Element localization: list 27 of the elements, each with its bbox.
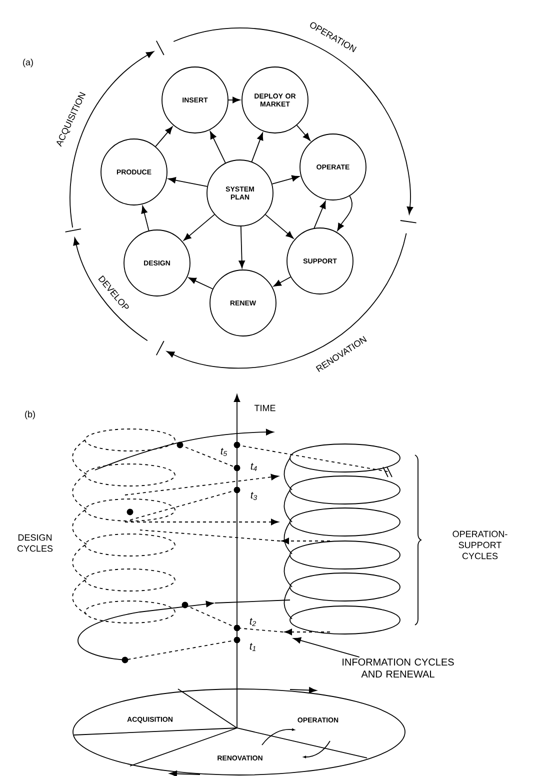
arrow <box>210 131 226 164</box>
time-label: t$_{3}$ <box>250 492 258 500</box>
arrow <box>155 126 173 147</box>
axis-label: TIME <box>254 404 276 412</box>
time-label: t$_{5}$ <box>220 448 228 456</box>
arrow <box>272 175 300 184</box>
cycle-label: OPERATION- SUPPORT CYCLES <box>452 530 508 560</box>
time-label: t$_{1}$ <box>250 643 256 651</box>
arrow <box>314 200 326 228</box>
arrow <box>168 177 208 187</box>
arrow <box>251 132 264 162</box>
panel-label: (a) <box>23 58 33 68</box>
time-label: t$_{2}$ <box>250 618 256 626</box>
arrow <box>296 124 310 141</box>
time-label: t$_{4}$ <box>250 463 257 471</box>
arrow <box>293 637 360 658</box>
arrow <box>238 226 245 268</box>
arrow <box>141 206 150 232</box>
cycle-label: DESIGN CYCLES <box>17 534 53 552</box>
arrow <box>265 214 294 239</box>
arrow <box>228 96 240 104</box>
panel-label: (b) <box>25 410 35 420</box>
arrow <box>273 276 292 287</box>
arrow <box>183 214 215 241</box>
arrow <box>188 277 214 290</box>
arrow <box>337 196 352 231</box>
annotation-text: INFORMATION CYCLES AND RENEWAL <box>342 658 454 678</box>
